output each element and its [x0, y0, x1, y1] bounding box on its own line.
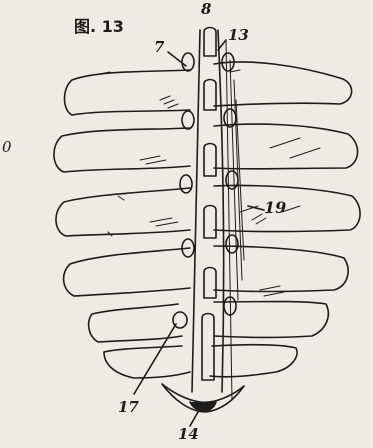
- transverse-process-left-2: [54, 128, 190, 172]
- transverse-process-left-4: [64, 248, 190, 296]
- articular-facet: [182, 111, 194, 129]
- spinous-process-4: [204, 206, 216, 239]
- figure-title: 图. 13: [74, 13, 124, 37]
- label-13: 13: [228, 28, 249, 43]
- label-17: 17: [118, 400, 139, 415]
- spinous-process-top: [204, 28, 216, 57]
- spinous-process-3: [204, 144, 216, 177]
- leader-line-17: [134, 324, 176, 394]
- spinous-process-5: [204, 268, 216, 299]
- label-0: 0: [2, 140, 12, 155]
- transverse-process-left-3: [56, 188, 190, 236]
- label-19: 19: [264, 200, 286, 216]
- spinal-column-right-edge: [218, 30, 224, 392]
- articular-facet: [180, 175, 192, 193]
- articular-facet: [182, 53, 194, 71]
- label-7: 7: [154, 40, 164, 55]
- leader-line-14: [190, 412, 198, 426]
- label-8: 8: [201, 2, 211, 17]
- spinal-column-left-edge: [192, 30, 200, 392]
- transverse-process-left-1: [65, 70, 191, 115]
- leader-line-7: [168, 52, 186, 66]
- label-14: 14: [178, 427, 199, 442]
